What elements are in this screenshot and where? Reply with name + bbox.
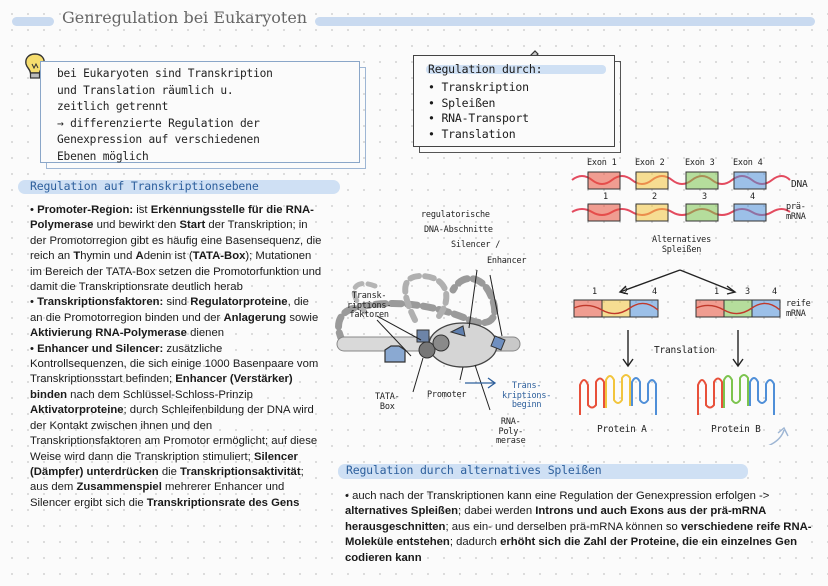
- protein-b: [697, 374, 775, 415]
- mature-right-number: 3: [745, 287, 750, 297]
- mature-left-number: 4: [652, 287, 657, 297]
- label-tata-box: TATA-Box: [375, 392, 400, 412]
- mature-left-number: 2: [623, 287, 628, 297]
- regulation-item: Transkription: [428, 80, 529, 96]
- regulation-list: Transkription Spleißen RNA-Transport Tra…: [428, 80, 529, 142]
- section2-title: Regulation durch alternatives Spleißen: [346, 463, 602, 477]
- title-decoration-right: [315, 17, 815, 26]
- pre-mrna-number: 4: [750, 192, 755, 202]
- pre-mrna-number: 3: [702, 192, 707, 202]
- mature-right-number: 4: [772, 287, 777, 297]
- regulation-item: Spleißen: [428, 96, 529, 112]
- heading-highlight: [426, 65, 606, 74]
- section1-title: Regulation auf Transkriptionsebene: [30, 179, 259, 193]
- exon3-pre-mrna: [685, 203, 719, 222]
- dna-label: DNA: [791, 179, 808, 190]
- intro-line: zeitlich getrennt: [57, 100, 169, 114]
- exon1-label: Exon 1: [587, 158, 617, 168]
- label-dna-sections: DNA-Abschnitte: [424, 225, 493, 235]
- label-regulatory: regulatorische: [421, 210, 490, 220]
- regulation-item: Translation: [428, 127, 529, 143]
- transcription-factor: [416, 329, 430, 343]
- regulation-box: Regulation durch: Transkription Spleißen…: [413, 55, 615, 147]
- page-title: Genregulation bei Eukaryoten: [62, 8, 308, 27]
- tata-binding-protein: [384, 345, 406, 363]
- regulation-item: RNA-Transport: [428, 111, 529, 127]
- exon4-pre-mrna: [733, 203, 767, 222]
- exon2-dna: [635, 171, 669, 190]
- intro-line: bei Eukaryoten sind Transkription: [57, 67, 273, 80]
- label-promoter: Promoter: [427, 390, 467, 400]
- exon1-dna: [587, 171, 621, 190]
- intro-line: Genexpression auf verschiedenen: [57, 133, 260, 147]
- label-enhancer: Enhancer: [487, 256, 527, 266]
- section1-body: • Promoter-Region: ist Erkennungsstelle …: [30, 203, 322, 511]
- mature-left-exon2: [601, 299, 631, 318]
- intro-line: Ebenen möglich: [57, 149, 149, 163]
- mature-left-number: 1: [592, 287, 597, 297]
- paragraph-transcription-factors: • Transkriptionsfaktoren: sind Regulator…: [30, 296, 319, 340]
- exon4-dna: [733, 171, 767, 190]
- section2-highlight: [338, 464, 748, 479]
- regulation-heading: Regulation durch:: [428, 62, 543, 76]
- label-transcription-factors: Transk-riptions-faktoren: [347, 291, 392, 320]
- pre-mrna-label: prä-mRNA: [786, 202, 806, 222]
- label-silencer: Silencer /: [451, 240, 501, 250]
- label-rna-polymerase: RNA-Poly-merase: [496, 417, 526, 446]
- exon3-label: Exon 3: [685, 158, 715, 168]
- paragraph-promoter: • Promoter-Region: ist Erkennungsstelle …: [30, 204, 322, 294]
- intro-line: → differenzierte Regulation der: [57, 116, 260, 130]
- lightbulb-icon: [25, 53, 45, 79]
- splicing-diagram: [571, 171, 791, 445]
- pre-mrna-number: 1: [603, 192, 608, 202]
- promoter-diagram: [335, 269, 521, 411]
- section2-body: • auch nach der Transkriptionen kann ein…: [345, 490, 812, 564]
- dna-loop-inner: [402, 272, 450, 323]
- protein-a-label: Protein A: [597, 424, 647, 435]
- protein-a: [579, 374, 657, 415]
- dna-loop: [335, 275, 499, 346]
- exon4-label: Exon 4: [733, 158, 763, 168]
- exon3-dna: [685, 171, 719, 190]
- title-decoration-left: [12, 17, 54, 26]
- exon2-pre-mrna: [635, 203, 669, 222]
- label-transcription-start: Trans-kriptions-beginn: [502, 381, 552, 410]
- mature-right-exon3: [723, 299, 753, 318]
- intro-line: und Translation räumlich u.: [57, 83, 234, 97]
- mature-right-exon4: [751, 299, 781, 318]
- translation-label: Translation: [654, 345, 715, 356]
- mature-right-number: 1: [714, 287, 719, 297]
- protein-b-label: Protein B: [711, 424, 761, 435]
- exon2-label: Exon 2: [635, 158, 665, 168]
- paragraph-enhancer-silencer: • Enhancer und Silencer: zusätzliche Kon…: [30, 342, 319, 509]
- exon1-pre-mrna: [587, 203, 621, 222]
- pre-mrna-number: 2: [652, 192, 657, 202]
- intro-box: bei Eukaryoten sind Transkription und Tr…: [40, 61, 360, 163]
- mature-left-exon4: [629, 299, 659, 318]
- section1-highlight: [18, 180, 340, 194]
